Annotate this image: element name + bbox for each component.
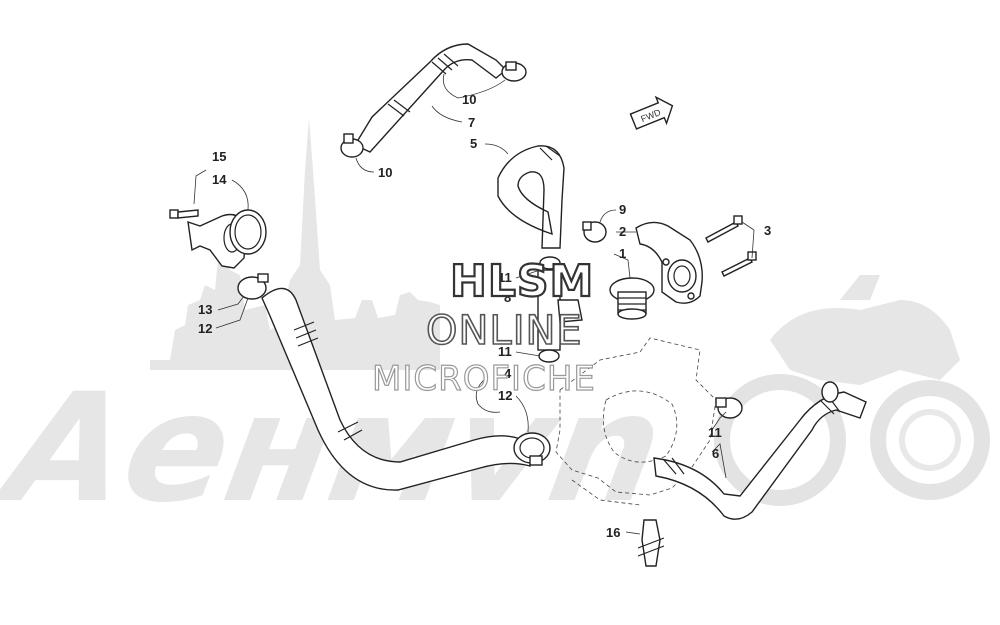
callout-12-left: 12 bbox=[198, 321, 212, 336]
watermark-line-2: ONLINE bbox=[426, 308, 583, 354]
bypass-hose-6 bbox=[653, 381, 867, 520]
thermostat-housing-2 bbox=[635, 221, 703, 304]
hose-clamp-10-left bbox=[340, 133, 364, 158]
callout-2: 2 bbox=[619, 224, 626, 239]
callout-5: 5 bbox=[470, 136, 477, 151]
hose-clamp-9 bbox=[582, 221, 607, 243]
clip-16 bbox=[637, 519, 665, 567]
hose-clamp-10-top bbox=[501, 61, 527, 82]
callout-1: 1 bbox=[619, 246, 626, 261]
hlsm-watermark: HLSM ONLINE MICROFICHE bbox=[371, 255, 596, 400]
hose-clamp-12-left bbox=[237, 273, 269, 300]
callout-16: 16 bbox=[606, 525, 620, 540]
city-silhouette bbox=[150, 118, 440, 370]
callout-3: 3 bbox=[764, 223, 771, 238]
leader-lines bbox=[193, 73, 755, 535]
tee-fitting-8 bbox=[537, 256, 583, 363]
radiator-hose-4 bbox=[261, 287, 531, 491]
motorcycle-silhouette bbox=[714, 275, 990, 506]
callout-4: 4 bbox=[504, 366, 512, 381]
callout-10-top: 10 bbox=[462, 92, 476, 107]
forward-arrow-icon: FWD bbox=[629, 95, 674, 130]
hose-clamp-12-lower bbox=[513, 432, 551, 466]
callout-6: 6 bbox=[712, 446, 719, 461]
callout-15: 15 bbox=[212, 149, 226, 164]
watermark-line-3: MICROFICHE bbox=[372, 359, 596, 399]
callout-11-middle: 11 bbox=[498, 344, 512, 359]
bolts-3 bbox=[705, 215, 757, 277]
o-ring-14 bbox=[229, 209, 267, 255]
callout-12-lower: 12 bbox=[498, 388, 512, 403]
upper-bypass-hose bbox=[340, 43, 527, 158]
callout-11-upper: 11 bbox=[498, 270, 512, 285]
watermark-line-1: HLSM bbox=[450, 256, 594, 307]
callout-10-left: 10 bbox=[378, 165, 392, 180]
bolt-15 bbox=[169, 209, 199, 219]
callout-13: 13 bbox=[198, 302, 212, 317]
callout-14: 14 bbox=[212, 172, 227, 187]
callout-7: 7 bbox=[468, 115, 475, 130]
callout-labels: 10 7 5 10 15 14 13 12 9 2 3 1 11 8 11 4 … bbox=[198, 92, 771, 540]
callout-11-right: 11 bbox=[708, 425, 722, 440]
thermostat-1 bbox=[609, 277, 655, 320]
hose-clamp-11-right bbox=[715, 397, 743, 419]
callout-8: 8 bbox=[504, 290, 511, 305]
callout-9: 9 bbox=[619, 202, 626, 217]
elbow-hose-5 bbox=[497, 145, 565, 249]
